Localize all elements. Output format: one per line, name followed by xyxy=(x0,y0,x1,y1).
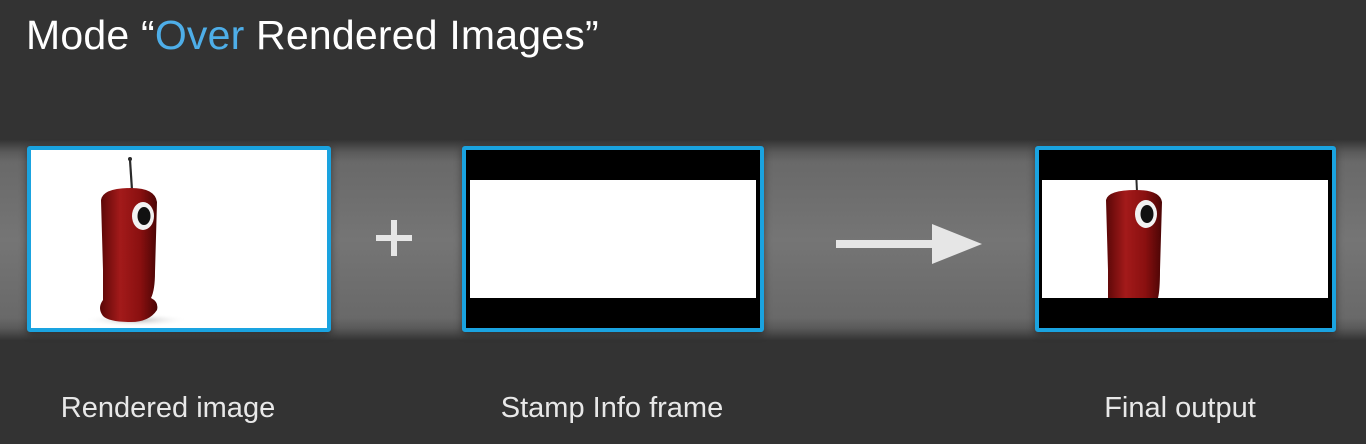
caption-rendered-image: Rendered image xyxy=(60,392,276,424)
title-suffix: Rendered Images” xyxy=(244,12,599,58)
red-character-cropped xyxy=(1106,180,1162,298)
rendered-image-frame xyxy=(27,146,331,332)
red-character-illustration xyxy=(84,157,188,327)
caption-final-output: Final output xyxy=(1104,392,1256,424)
title-accent: Over xyxy=(154,12,245,58)
stamp-clear-area xyxy=(470,180,756,298)
page-title: Mode “Over Rendered Images” xyxy=(26,12,599,59)
caption-stamp-info-frame: Stamp Info frame xyxy=(500,392,724,424)
stamp-info-frame xyxy=(462,146,764,332)
title-prefix: Mode “ xyxy=(26,12,155,58)
final-output-frame xyxy=(1035,146,1336,332)
plus-icon xyxy=(376,220,412,256)
arrow-right-icon xyxy=(836,224,982,264)
final-visible-area xyxy=(1042,180,1328,298)
